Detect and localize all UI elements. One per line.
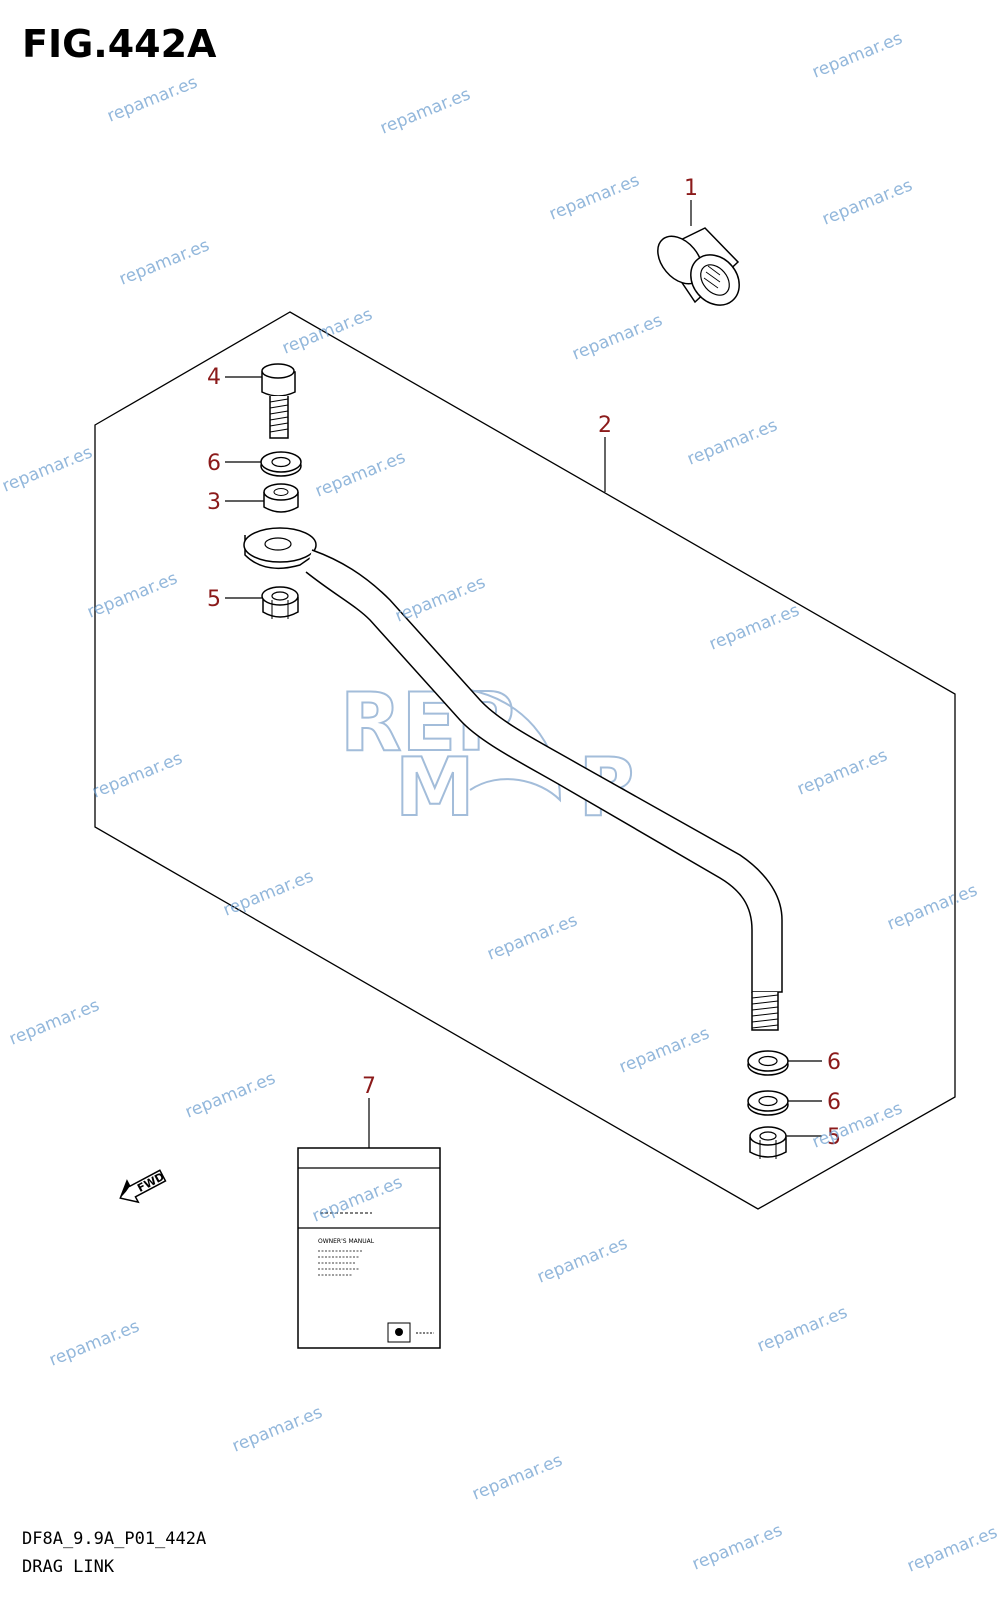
- watermark-text: repamar.es: [884, 880, 980, 934]
- watermark-text: repamar.es: [116, 235, 212, 289]
- part-7-owners-manual: OWNER'S MANUAL: [297, 1147, 441, 1349]
- figure-code: DF8A_9.9A_P01_442A: [22, 1529, 206, 1549]
- part-6-washer-lower-a: [747, 1050, 789, 1076]
- watermark-text: repamar.es: [484, 910, 580, 964]
- assembly-frame: [94, 311, 956, 1210]
- watermark-text: repamar.es: [689, 1520, 785, 1574]
- callout-4: 4: [207, 365, 221, 390]
- watermark-text: repamar.es: [89, 748, 185, 802]
- watermark-text: repamar.es: [84, 568, 180, 622]
- part-4-bolt: [261, 363, 296, 439]
- watermark-text: repamar.es: [534, 1233, 630, 1287]
- watermark-text: repamar.es: [616, 1023, 712, 1077]
- forward-arrow-icon: FWD: [119, 1169, 167, 1204]
- watermark-text: repamar.es: [809, 28, 905, 82]
- callout-2: 2: [598, 413, 612, 438]
- watermark-text: repamar.es: [706, 600, 802, 654]
- watermark-text: repamar.es: [220, 866, 316, 920]
- watermark-text: repamar.es: [904, 1522, 1000, 1576]
- figure-title: FIG.442A: [22, 22, 217, 66]
- logo-text-top: REP: [340, 676, 515, 769]
- figure-name: DRAG LINK: [22, 1557, 115, 1577]
- callout-7: 7: [362, 1074, 376, 1099]
- callout-6-lower-a: 6: [827, 1050, 841, 1075]
- watermark-text: repamar.es: [794, 745, 890, 799]
- callout-5-upper: 5: [207, 587, 221, 612]
- watermark-text: repamar.es: [46, 1316, 142, 1370]
- watermark-text: repamar.es: [569, 310, 665, 364]
- watermark-text: repamar.es: [279, 304, 375, 358]
- callout-5-lower: 5: [827, 1125, 841, 1150]
- fwd-label: FWD: [135, 1170, 167, 1195]
- callout-6-upper: 6: [207, 451, 221, 476]
- part-5-nut-upper: [261, 586, 299, 619]
- watermark-text: repamar.es: [754, 1302, 850, 1356]
- callout-1: 1: [684, 176, 698, 201]
- part-6-washer-lower-b: [747, 1090, 789, 1116]
- watermark-text: repamar.es: [312, 447, 408, 501]
- watermark-text: repamar.es: [0, 442, 95, 496]
- watermark-text: repamar.es: [392, 572, 488, 626]
- callout-6-lower-b: 6: [827, 1090, 841, 1115]
- watermark-text: repamar.es: [229, 1402, 325, 1456]
- watermark-text: repamar.es: [819, 175, 915, 229]
- part-3-bushing: [263, 483, 299, 513]
- watermark-text: repamar.es: [469, 1450, 565, 1504]
- callout-3: 3: [207, 490, 221, 515]
- watermark-text: repamar.es: [104, 72, 200, 126]
- watermark-text: repamar.es: [182, 1068, 278, 1122]
- watermark-text: repamar.es: [546, 170, 642, 224]
- part-6-washer-upper: [260, 451, 302, 477]
- watermark-text: repamar.es: [377, 84, 473, 138]
- part-5-nut-lower: [749, 1126, 787, 1159]
- brand-mark-icon: [395, 1328, 403, 1336]
- watermark-text: repamar.es: [6, 995, 102, 1049]
- part-1-cap-nut: [657, 227, 740, 306]
- manual-title: OWNER'S MANUAL: [318, 1238, 375, 1245]
- leader-lines: [225, 200, 822, 1148]
- part-2-drag-link: [243, 527, 783, 1031]
- watermark-text: repamar.es: [809, 1098, 905, 1152]
- watermark-text: repamar.es: [684, 415, 780, 469]
